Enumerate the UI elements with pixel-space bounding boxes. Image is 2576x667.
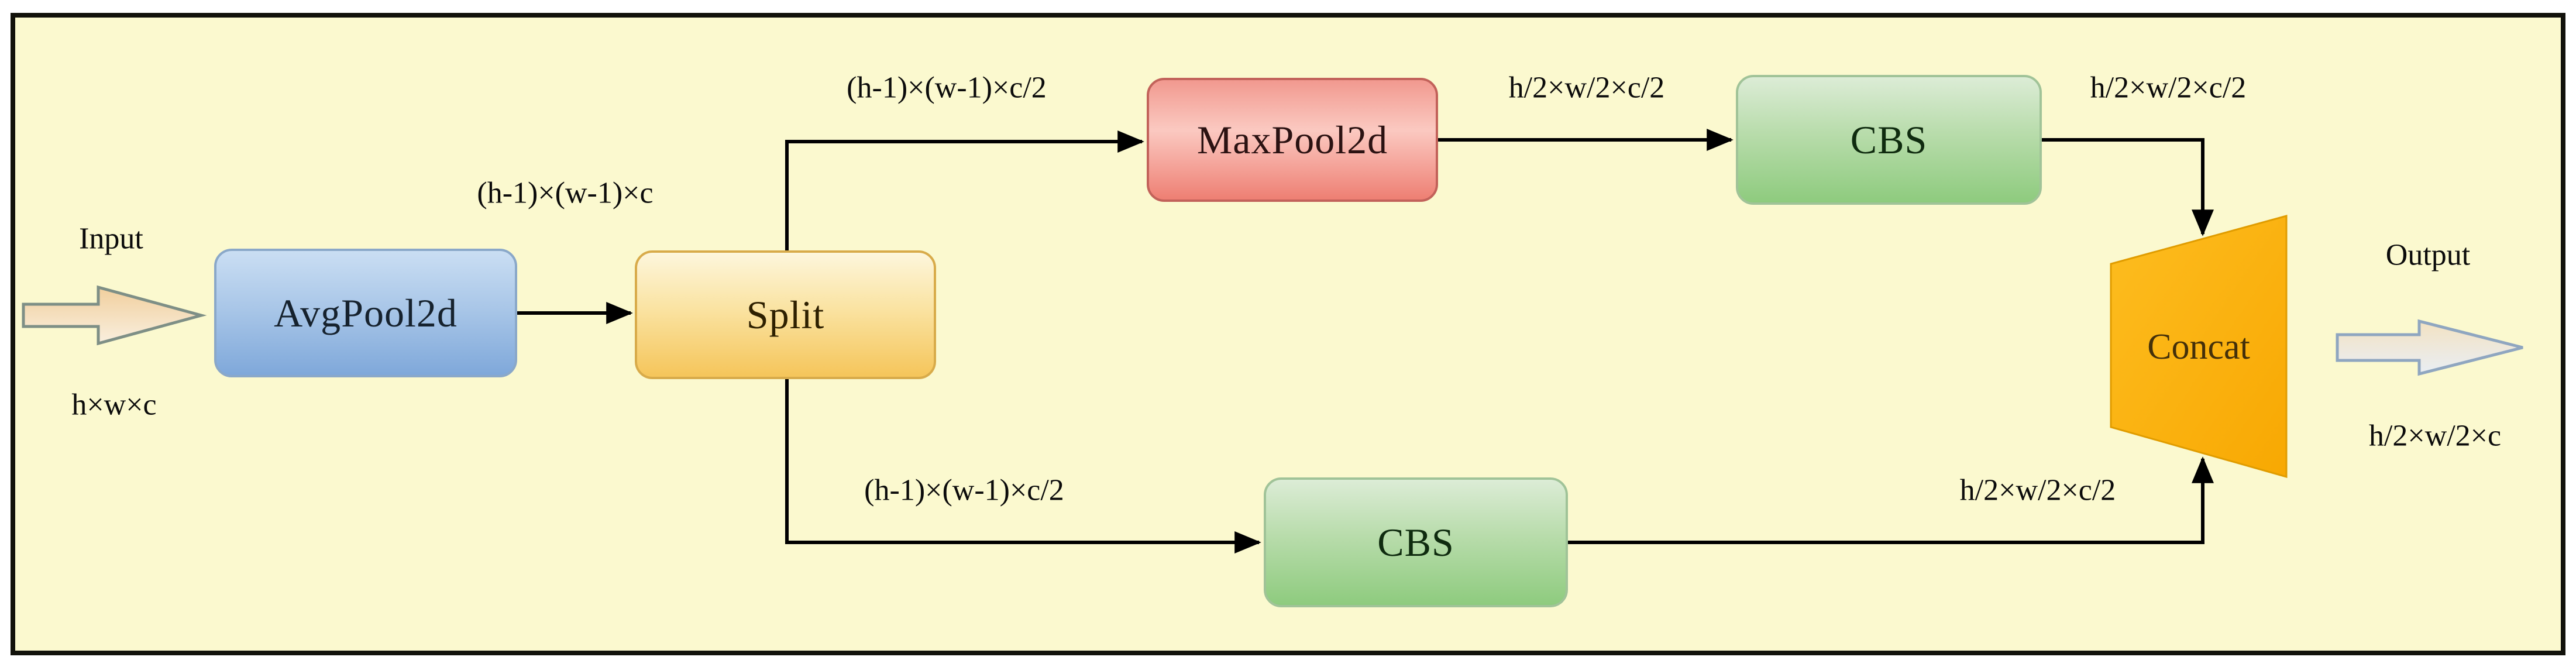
edge-label-split-to-cbs-bottom: (h-1)×(w-1)×c/2	[864, 473, 1064, 507]
edge-cbs-bottom-to-concat	[1568, 456, 2214, 544]
node-cbs-bottom-label: CBS	[1377, 520, 1454, 565]
edge-label-split-to-maxpool: (h-1)×(w-1)×c/2	[847, 71, 1047, 105]
output-label: Output	[2385, 238, 2471, 272]
output-arrow-icon	[2336, 319, 2523, 376]
edge-label-maxpool-to-cbs: h/2×w/2×c/2	[1508, 71, 1665, 105]
node-maxpool2d-label: MaxPool2d	[1196, 117, 1388, 162]
input-label: Input	[79, 222, 143, 256]
node-cbs-top-label: CBS	[1850, 117, 1928, 162]
edge-split-to-maxpool	[785, 130, 1144, 250]
node-split-label: Split	[746, 292, 825, 337]
edge-label-cbs-bottom-to-concat: h/2×w/2×c/2	[1959, 473, 2116, 507]
edge-label-cbs-top-to-concat: h/2×w/2×c/2	[2090, 71, 2247, 105]
node-cbs-top: CBS	[1736, 75, 2042, 205]
concat-trapezoid	[2110, 215, 2288, 478]
node-avgpool2d: AvgPool2d	[214, 249, 517, 377]
node-maxpool2d: MaxPool2d	[1147, 78, 1438, 202]
node-concat-label: Concat	[2147, 327, 2250, 367]
output-dims-label: h/2×w/2×c	[2368, 419, 2502, 453]
input-dims-label: h×w×c	[71, 388, 157, 422]
edge-label-avgpool-to-split: (h-1)×(w-1)×c	[477, 176, 654, 210]
input-arrow-icon	[22, 285, 207, 346]
node-split: Split	[635, 250, 936, 379]
edge-split-to-cbs-bottom	[785, 379, 1261, 553]
node-cbs-bottom: CBS	[1264, 477, 1568, 607]
edge-cbs-top-to-concat	[2042, 138, 2214, 236]
node-avgpool2d-label: AvgPool2d	[274, 290, 458, 335]
